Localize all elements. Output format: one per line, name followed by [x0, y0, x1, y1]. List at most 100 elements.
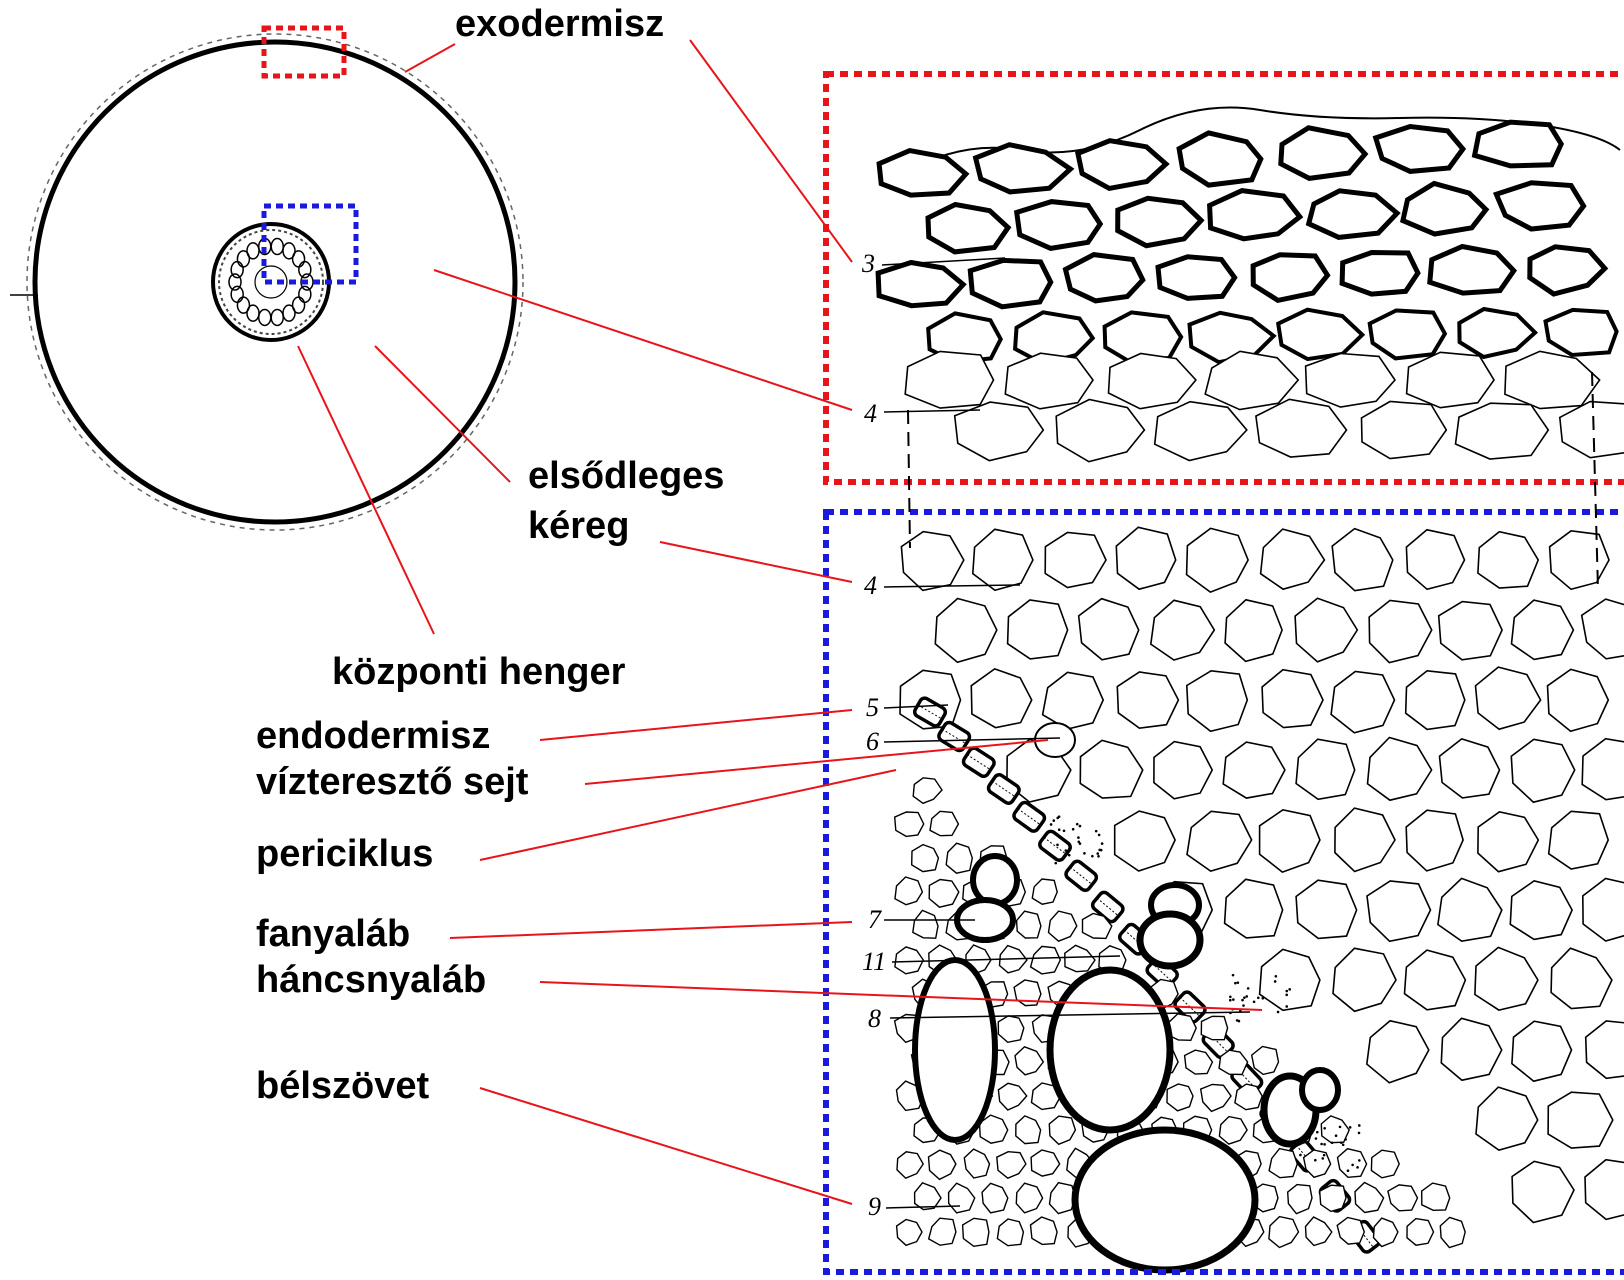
- xylem-vessel: [1075, 1130, 1255, 1270]
- phloem-stipple: [1288, 988, 1291, 991]
- cortex-cell: [1406, 810, 1463, 871]
- label-primary-cortex-line1: elsődleges: [528, 455, 724, 497]
- stele-parenchyma-cell: [1355, 1183, 1384, 1213]
- stele-parenchyma-cell: [1201, 1084, 1231, 1111]
- stele-parenchyma-cell: [929, 880, 959, 908]
- stele-parenchyma-cell: [895, 947, 923, 974]
- label-exodermis: exodermisz: [455, 3, 664, 45]
- stele-parenchyma-cell: [1440, 1217, 1465, 1247]
- exodermis-cell: [1309, 191, 1397, 238]
- exodermis-cell: [1066, 255, 1143, 301]
- fig-number-9: 9: [868, 1192, 881, 1221]
- cortex-cell: [1151, 600, 1215, 660]
- stele-parenchyma-cell: [930, 811, 958, 835]
- cortex-cell: [1367, 881, 1431, 941]
- phloem-stipple: [1245, 995, 1248, 998]
- phloem-stipple: [1285, 994, 1288, 997]
- stele-parenchyma-cell: [897, 1220, 922, 1246]
- cortex-cell: [1331, 672, 1394, 733]
- cortex-cell: [1582, 599, 1624, 659]
- exodermis-cell: [1281, 128, 1365, 179]
- exodermis-cell: [1430, 247, 1514, 294]
- cortex-cell: [1439, 602, 1502, 660]
- cortex-cell: [1440, 739, 1500, 798]
- stele-parenchyma-cell: [1306, 1217, 1332, 1246]
- stele-parenchyma-cell: [913, 910, 938, 938]
- exodermis-cell: [970, 260, 1050, 306]
- phloem-stipple: [1243, 996, 1246, 999]
- phloem-stipple: [1232, 998, 1235, 1001]
- stele-parenchyma-cell: [982, 1183, 1008, 1213]
- phloem-stipple: [1285, 990, 1288, 993]
- label-pericycle: periciklus: [256, 833, 433, 875]
- phloem-stipple: [1323, 1154, 1326, 1157]
- stele-parenchyma-cell: [1320, 1185, 1346, 1211]
- cortex-cell: [1438, 878, 1502, 941]
- leader-pericycle: [480, 770, 896, 860]
- exodermis-cell: [1210, 191, 1300, 239]
- exodermis-cell: [1342, 253, 1418, 295]
- phloem-stipple: [1096, 852, 1099, 855]
- xylem-vessel: [973, 856, 1017, 904]
- label-central-cylinder: központi henger: [332, 651, 626, 693]
- xylem-vessel: [915, 960, 995, 1140]
- stele-parenchyma-cell: [1269, 1217, 1299, 1248]
- stele-parenchyma-cell: [929, 1218, 956, 1245]
- exodermis-cell: [878, 263, 963, 306]
- phloem-stipple: [1314, 1159, 1317, 1162]
- stele-parenchyma-cell: [912, 845, 939, 872]
- leader-xylem: [450, 922, 852, 938]
- cortex-cell: [1056, 400, 1144, 462]
- phloem-stipple: [1237, 981, 1240, 984]
- fig-number-6: 6: [866, 727, 879, 756]
- label-primary-cortex-line2: kéreg: [528, 505, 629, 547]
- stele-parenchyma-cell: [1374, 1218, 1398, 1246]
- phloem-stipple: [1339, 1126, 1342, 1129]
- phloem-stipple: [1236, 1019, 1239, 1022]
- stele-parenchyma-cell: [1422, 1183, 1450, 1210]
- panel-connector-left: [908, 410, 910, 548]
- phloem-stipple: [1052, 819, 1055, 822]
- cortex-cell: [1045, 533, 1106, 588]
- cortex-cell: [1079, 599, 1139, 660]
- label-phloem: háncsnyaláb: [256, 959, 486, 1001]
- leader-central-cylinder: [298, 346, 434, 634]
- exodermis-cell: [1253, 255, 1327, 301]
- phloem-stipple: [1261, 997, 1264, 1000]
- cortex-cell: [1116, 527, 1175, 589]
- stele-parenchyma-cell: [1252, 1047, 1279, 1075]
- exodermis-cell-drawing: [878, 108, 1624, 462]
- phloem-stipple: [1101, 842, 1104, 845]
- exodermis-cell: [1370, 311, 1445, 359]
- phloem-stipple: [1331, 1142, 1334, 1145]
- exodermis-cell: [1179, 133, 1261, 185]
- detail-exodermis-panel: [826, 74, 1624, 482]
- stele-parenchyma-cell: [929, 1150, 956, 1179]
- exodermis-cell: [1459, 309, 1535, 357]
- cortex-cell: [1005, 353, 1093, 409]
- phloem-stipple: [1247, 987, 1250, 990]
- phloem-stipple: [1054, 862, 1057, 865]
- stele-parenchyma-cell: [1269, 1149, 1297, 1178]
- cortex-cell: [1549, 811, 1609, 869]
- phloem-stipple: [1229, 995, 1232, 998]
- cortex-cell: [1512, 1021, 1572, 1081]
- xylem-vessel: [1302, 1070, 1338, 1110]
- cortex-cell: [1332, 529, 1393, 591]
- stele-parenchyma-cell: [964, 1149, 989, 1178]
- phloem-stipple: [1083, 852, 1086, 855]
- phloem-stipple: [1077, 840, 1080, 843]
- cortex-cell: [1080, 740, 1142, 798]
- cortex-cell: [973, 529, 1033, 590]
- cortex-cell: [1295, 598, 1357, 662]
- stele-parenchyma-cell: [1050, 1183, 1076, 1214]
- phloem-stipple: [1097, 855, 1100, 858]
- phloem-stipple: [1095, 830, 1098, 833]
- endodermis-cell: [1064, 859, 1098, 892]
- phloem-stipple: [1342, 1143, 1345, 1146]
- stele-cell-drawing: [895, 527, 1624, 1270]
- cortex-cell: [1155, 402, 1247, 461]
- cortex-cell: [1367, 1021, 1429, 1083]
